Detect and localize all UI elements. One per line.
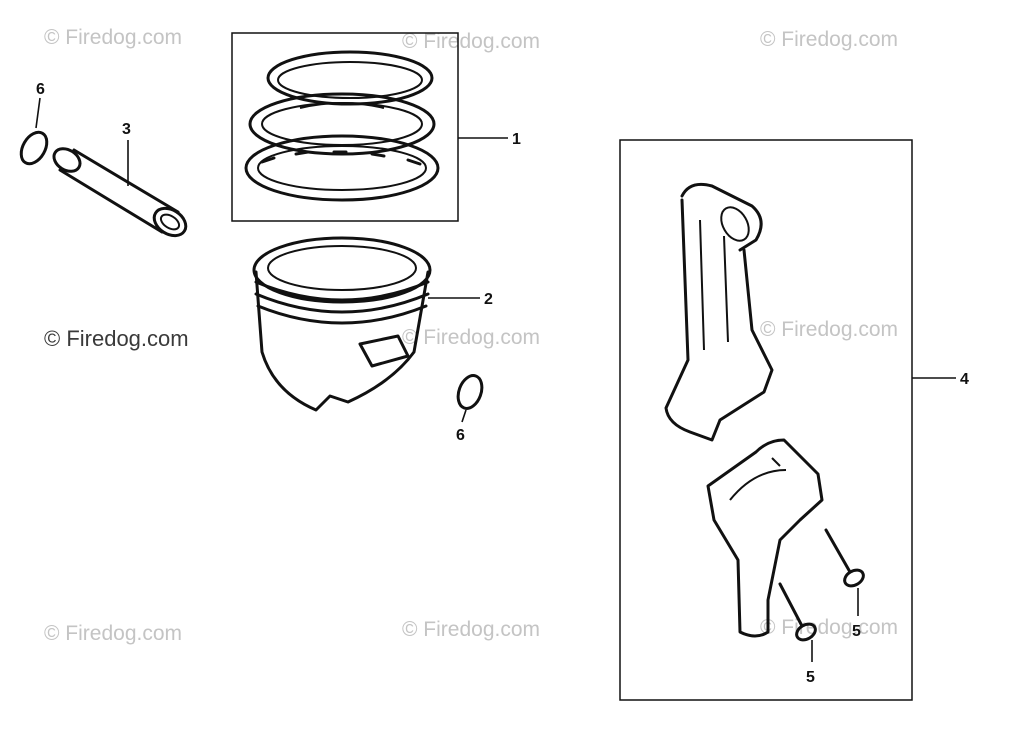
callout-4: 4 (960, 371, 969, 388)
piston-pin-boss (358, 334, 410, 368)
leader-6-left (35, 97, 41, 129)
rod-bolt-right-head (843, 568, 865, 588)
piston-crown (252, 236, 432, 304)
watermark-left-middle: © Firedog.com (44, 326, 189, 351)
oil-ring-slots (260, 150, 422, 166)
watermark-center-middle: © Firedog.com (402, 326, 541, 349)
piston-pin[interactable] (50, 144, 191, 241)
rod-cap (706, 438, 824, 638)
piston-pin-end-far (52, 147, 82, 173)
watermark-top-left: © Firedog.com (44, 26, 183, 49)
rod-beam (664, 198, 774, 442)
piston-pin-body (58, 148, 180, 234)
callout-6-left: 6 (36, 81, 45, 98)
rod-beam-web (699, 219, 729, 351)
callout-2: 2 (484, 291, 493, 308)
piston[interactable] (252, 236, 432, 412)
leader-lines (35, 97, 956, 662)
watermark-right-middle: © Firedog.com (760, 318, 899, 341)
watermark-top-right: © Firedog.com (760, 28, 899, 51)
clip-ring-right (456, 374, 484, 410)
rod-small-end-bore (720, 206, 750, 242)
rod-frame (619, 139, 913, 701)
second-ring-inner (261, 102, 423, 146)
pin-clip-left[interactable] (16, 128, 52, 168)
piston-skirt (254, 270, 430, 412)
piston-pin-end-near (152, 206, 188, 238)
watermark-top-center: © Firedog.com (402, 30, 541, 53)
piston-ring-set[interactable] (231, 32, 459, 222)
rod-bolt-right-shank (824, 528, 852, 574)
leader-6-right (461, 409, 467, 423)
pin-clip-right[interactable] (454, 372, 486, 411)
callout-3: 3 (122, 121, 131, 138)
oil-ring-inner (257, 145, 427, 191)
clip-ring-left (19, 130, 49, 166)
rod-bolt-left-head (795, 622, 817, 642)
callout-5-right: 5 (852, 623, 861, 640)
second-ring-gap (299, 102, 385, 109)
piston-crown-inner (267, 245, 417, 291)
oil-ring-outer (244, 134, 440, 202)
rod-bolt-right[interactable] (824, 528, 866, 589)
second-ring-outer (248, 92, 436, 156)
callout-1: 1 (512, 131, 521, 148)
connecting-rod-assembly[interactable] (619, 139, 913, 701)
piston-ring-grooves (254, 280, 430, 325)
watermark-bottom-left: © Firedog.com (44, 622, 183, 645)
callout-6-right: 6 (456, 427, 465, 444)
rod-cap-bearing (729, 457, 787, 501)
rod-small-end (680, 182, 763, 252)
ring-set-frame (231, 32, 459, 222)
top-ring-inner (277, 61, 423, 99)
rod-bolt-left[interactable] (778, 582, 818, 643)
piston-pin-bore (159, 213, 181, 231)
top-ring-outer (266, 50, 434, 106)
watermark-bottom-center: © Firedog.com (402, 618, 541, 641)
watermark-bottom-right: © Firedog.com (760, 616, 899, 639)
rod-bolt-left-shank (778, 582, 804, 628)
callout-5-left: 5 (806, 669, 815, 686)
